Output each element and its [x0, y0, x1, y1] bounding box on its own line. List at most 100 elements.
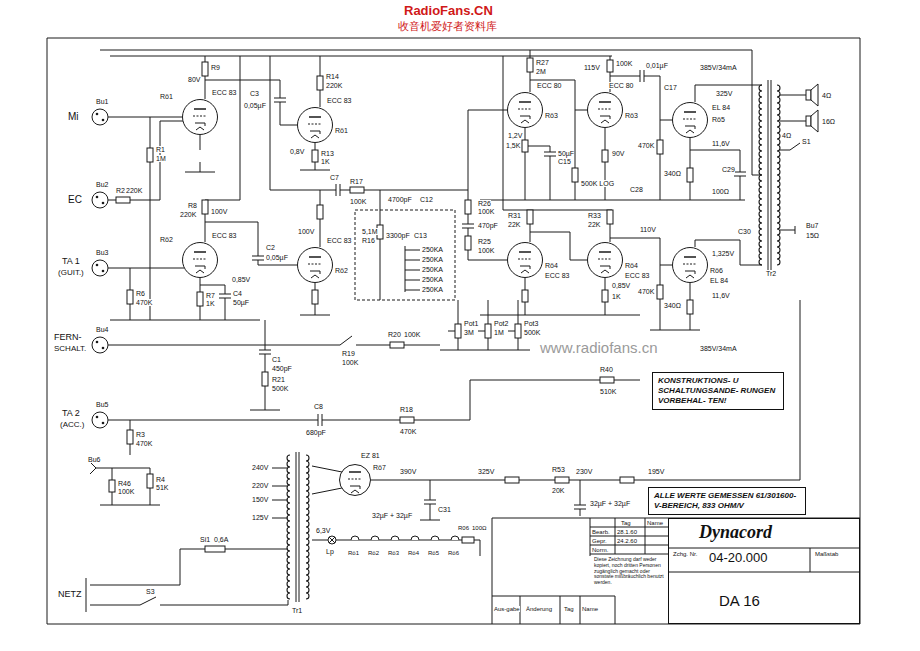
wire [90, 605, 140, 606]
jack-symbol [92, 109, 108, 125]
resistor-symbol [572, 168, 578, 182]
resistor-symbol [527, 210, 533, 224]
resistor-symbol [515, 324, 521, 338]
component-label: 100K [118, 488, 134, 495]
wire [130, 444, 131, 455]
component-label: 385V/34mA [700, 345, 737, 352]
tube-grid [683, 119, 697, 120]
watermark: 收音机爱好者资料库 [398, 21, 497, 32]
component-label: R27 [536, 59, 549, 66]
title-block-cell: Name [647, 520, 663, 526]
wire [660, 265, 661, 285]
component-label: R20 [388, 331, 401, 338]
wire [140, 597, 156, 605]
component-label: 125V [252, 514, 268, 521]
component-label: R9 [211, 64, 220, 71]
wire [405, 250, 420, 251]
tube-cathode [310, 131, 320, 134]
component-label: C28 [630, 186, 643, 193]
speaker-magnet [806, 116, 811, 126]
wire [205, 76, 206, 99]
component-label: S1 [802, 138, 811, 145]
tube-type: ECC 83 [545, 272, 570, 279]
wire [614, 380, 640, 381]
input-label: EC [68, 195, 82, 205]
component-label: 340Ω [664, 170, 681, 177]
component-label: 340Ω [664, 302, 681, 309]
tube-symbol: Rö4ECC 83 [507, 242, 543, 278]
wire [492, 596, 615, 597]
component-label: C7 [330, 174, 339, 181]
tube-symbol: Rö1ECC 83 [297, 107, 333, 143]
wire [110, 56, 612, 57]
tube-designator: Rö6 [710, 267, 723, 274]
tube-envelope [183, 100, 218, 135]
component-label: 32µF + 32µF [372, 512, 412, 519]
component-label: 115V [584, 64, 600, 71]
wire [488, 338, 489, 350]
wire [440, 350, 530, 351]
wire [660, 154, 661, 200]
wire [480, 315, 640, 316]
wiring [47, 38, 860, 624]
tube-outline [297, 107, 333, 143]
component-label: 3M [464, 329, 474, 336]
wire [660, 120, 661, 140]
tube-anode [519, 101, 531, 103]
component-label: 220K [126, 187, 142, 194]
component-label: 220V [252, 482, 268, 489]
copyright-note: Diese Zeichnung darf weder kopiert, noch… [594, 557, 666, 586]
wire [474, 540, 480, 556]
wire [312, 540, 328, 541]
component-label: Pot3 [524, 320, 538, 327]
tube-cathode [520, 116, 530, 119]
wire [650, 330, 700, 331]
wire [458, 300, 459, 324]
input-label: FERN- [54, 333, 82, 342]
wire [315, 162, 316, 170]
component-label: Si1 [200, 536, 210, 543]
wire [430, 480, 431, 500]
speaker-magnet [806, 90, 811, 100]
speaker-symbol [806, 110, 818, 132]
resistor-symbol [455, 324, 461, 338]
tube-heater [686, 130, 694, 133]
component-label: 500K [524, 329, 540, 336]
tube-envelope [298, 108, 333, 143]
tube-cathode [310, 271, 320, 274]
wire [200, 135, 201, 150]
component-label: 5,1M [362, 228, 378, 235]
wire [252, 256, 264, 257]
wire [265, 354, 266, 372]
wire [544, 152, 556, 153]
wire [780, 230, 795, 231]
speaker-cone [811, 110, 818, 132]
component-label: 470K [136, 440, 152, 447]
wire [525, 128, 526, 140]
wire [300, 315, 330, 316]
socket-label: Bu4 [96, 326, 108, 333]
tube-anode [194, 108, 206, 110]
component-label: 32µF + 32µF [590, 500, 630, 507]
tube-anode [684, 111, 696, 113]
component-label: R14 [326, 73, 339, 80]
component-label: 1K [321, 158, 330, 165]
component-label: 470K [638, 288, 654, 295]
tube-outline [182, 99, 218, 135]
title-block: DynacordZchg. Nr.04-20.000MaßstabDA 16 [668, 518, 860, 624]
resistor-symbol [522, 290, 528, 302]
component-label: S3 [146, 588, 155, 595]
wire [356, 345, 390, 346]
component-label: R1 [156, 146, 165, 153]
component-label: 250KA [422, 256, 443, 263]
tube-designator: Rö1 [335, 127, 348, 134]
component-label: R4 [156, 476, 165, 483]
wire [590, 518, 591, 556]
jack-symbol [92, 260, 108, 276]
tube-outline [297, 247, 333, 283]
component-label: 150V [252, 496, 268, 503]
title-block-cell: Tag [564, 606, 574, 612]
wire [371, 480, 505, 481]
resistor-symbol [600, 377, 614, 383]
